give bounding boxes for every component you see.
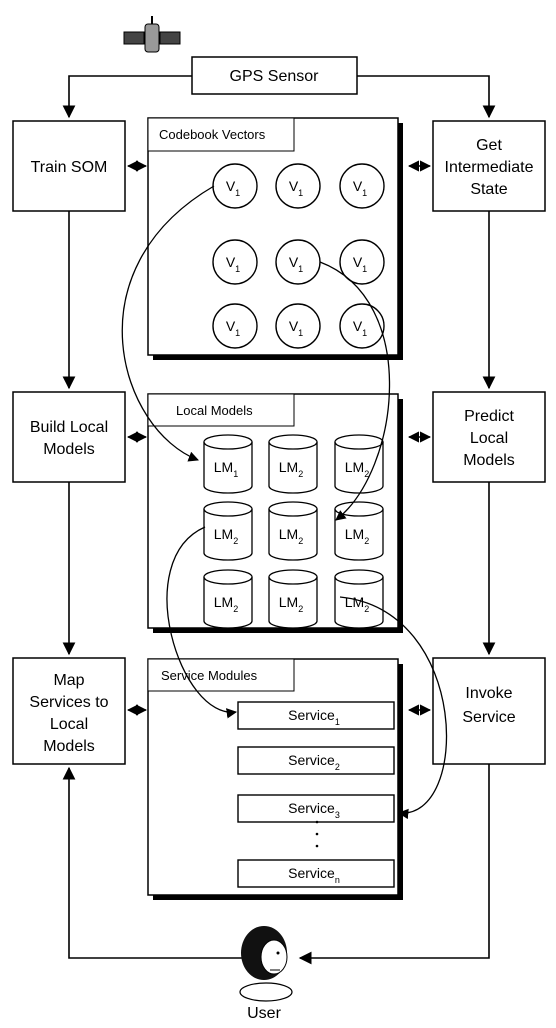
codebook-vector-label-2: V1 — [289, 178, 303, 198]
codebook-vector-4 — [212, 239, 258, 285]
arrow-gps-to-train — [62, 75, 192, 119]
codebook-vector-9 — [339, 303, 385, 349]
local-model-label-1: LM1 — [214, 459, 238, 479]
codebook-vector-7 — [212, 303, 258, 349]
service-box-4 — [237, 859, 395, 888]
service-label-4: Servicen — [288, 865, 340, 885]
get-intermediate-state-label-2: Intermediate — [445, 159, 534, 176]
train-som-node: Train SOM — [12, 120, 126, 212]
codebook-vector-label-6: V1 — [353, 254, 367, 274]
curve-v1-to-lm1 — [121, 185, 215, 462]
local-model-label-7: LM2 — [214, 594, 238, 614]
train-som-label: Train SOM — [31, 159, 108, 176]
codebook-vector-3 — [339, 163, 385, 209]
build-local-models-label-2: Models — [43, 441, 95, 458]
map-services-node: Map Services to Local Models — [12, 657, 126, 765]
ellipsis-dots — [315, 820, 319, 848]
service-label-3: Service3 — [288, 800, 340, 820]
curve-lm2-to-service3 — [339, 596, 448, 820]
local-models-panel-title: Local Models — [176, 403, 253, 418]
invoke-service-label-2: Service — [462, 709, 515, 726]
gps-sensor-label: GPS Sensor — [230, 68, 320, 85]
codebook-vector-8 — [275, 303, 321, 349]
codebook-vector-2 — [275, 163, 321, 209]
user-label: User — [247, 1005, 281, 1022]
codebook-panel-title: Codebook Vectors — [159, 127, 266, 142]
local-model-5 — [268, 501, 318, 561]
codebook-vector-label-8: V1 — [289, 318, 303, 338]
codebook-vector-6 — [339, 239, 385, 285]
codebook-vector-label-9: V1 — [353, 318, 367, 338]
get-intermediate-state-node: Get Intermediate State — [432, 120, 546, 212]
local-model-8 — [268, 569, 318, 629]
arrow-user-to-map — [62, 766, 252, 959]
codebook-vector-label-3: V1 — [353, 178, 367, 198]
service-label-1: Service1 — [288, 707, 340, 727]
arrow-gps-to-state — [357, 75, 496, 119]
get-intermediate-state-label-3: State — [470, 181, 507, 198]
service-box-2 — [237, 746, 395, 775]
mapping-curves — [121, 185, 448, 820]
arrow-invoke-to-user — [298, 764, 490, 965]
invoke-service-node: Invoke Service — [432, 657, 546, 765]
predict-local-models-node: Predict Local Models — [432, 391, 546, 483]
service-box-1 — [237, 701, 395, 730]
invoke-service-label-1: Invoke — [465, 685, 512, 702]
predict-local-models-label-3: Models — [463, 452, 515, 469]
build-local-models-label-1: Build Local — [30, 419, 108, 436]
map-services-label-1: Map — [53, 672, 84, 689]
local-model-1 — [203, 434, 253, 494]
local-model-label-5: LM2 — [279, 526, 303, 546]
map-services-label-3: Local — [50, 716, 88, 733]
local-model-label-6: LM2 — [345, 526, 369, 546]
local-model-7 — [203, 569, 253, 629]
local-model-label-8: LM2 — [279, 594, 303, 614]
build-local-models-node: Build Local Models — [12, 391, 126, 483]
service-modules-panel-title: Service Modules — [161, 668, 258, 683]
map-services-label-2: Services to — [29, 694, 108, 711]
map-services-label-4: Models — [43, 738, 95, 755]
satellite-icon — [123, 16, 181, 53]
codebook-vector-label-4: V1 — [226, 254, 240, 274]
codebook-vector-label-7: V1 — [226, 318, 240, 338]
local-model-label-4: LM2 — [214, 526, 238, 546]
local-model-6 — [334, 501, 384, 561]
flow-arrows — [62, 75, 496, 965]
gps-sensor-node: GPS Sensor — [191, 56, 358, 95]
service-label-2: Service2 — [288, 752, 340, 772]
predict-local-models-label-1: Predict — [464, 408, 514, 425]
local-model-3 — [334, 434, 384, 494]
get-intermediate-state-label-1: Get — [476, 137, 502, 154]
curve-lm2-to-service2 — [166, 526, 238, 719]
local-model-label-3: LM2 — [345, 459, 369, 479]
curve-v-to-lm2 — [319, 261, 391, 521]
service-box-3 — [237, 794, 395, 823]
codebook-vector-label-1: V1 — [226, 178, 240, 198]
predict-local-models-label-2: Local — [470, 430, 508, 447]
local-model-2 — [268, 434, 318, 494]
bidirectional-connectors — [126, 160, 432, 716]
local-model-4 — [203, 501, 253, 561]
local-model-label-2: LM2 — [279, 459, 303, 479]
codebook-vector-label-5: V1 — [289, 254, 303, 274]
local-model-9 — [334, 569, 384, 629]
user-icon — [239, 926, 293, 1002]
